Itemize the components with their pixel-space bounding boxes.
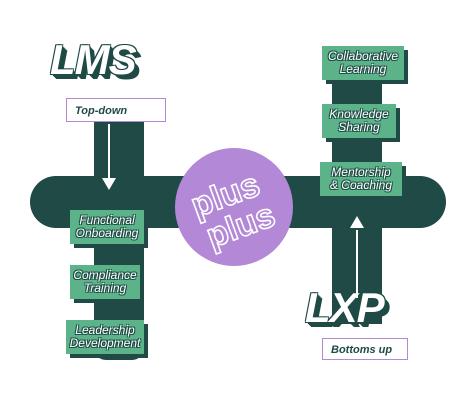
down-arrow-shaft: [108, 124, 110, 178]
leadership-development-box: Leadership Development: [66, 320, 144, 354]
knowledge-sharing-box: Knowledge Sharing: [322, 104, 396, 138]
functional-onboarding-box: Functional Onboarding: [70, 210, 144, 244]
up-arrow-icon: [350, 216, 364, 228]
plusplus-logo-icon: plus plus: [185, 165, 281, 257]
lxp-caption: Bottoms up: [322, 338, 408, 360]
mentorship-coaching-box: Mentorship & Coaching: [320, 162, 402, 196]
lms-title: LMS: [50, 36, 137, 83]
lms-caption: Top-down: [66, 98, 166, 122]
lxp-title: LXP: [305, 284, 385, 331]
center-logo-circle: plus plus: [175, 148, 293, 266]
up-arrow-shaft: [356, 230, 358, 298]
compliance-training-box: Compliance Training: [70, 265, 140, 299]
down-arrow-icon: [102, 178, 116, 190]
collaborative-learning-box: Collaborative Learning: [322, 46, 404, 80]
